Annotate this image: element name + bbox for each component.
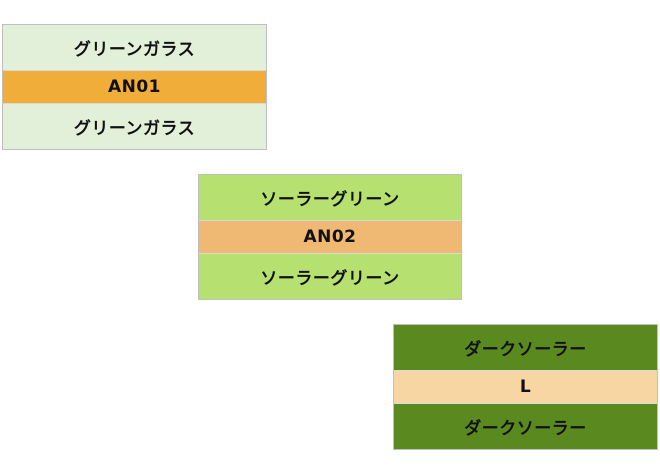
interlayer-label: AN01 [3,70,266,104]
interlayer-label: AN02 [199,220,461,254]
outer-layer-bottom: グリーンガラス [3,104,266,149]
interlayer-label: L [394,370,657,404]
outer-layer-top: グリーンガラス [3,25,266,70]
glass-stack-green-glass: グリーンガラス AN01 グリーンガラス [2,24,267,150]
outer-layer-bottom: ソーラーグリーン [199,254,461,299]
outer-layer-bottom: ダークソーラー [394,404,657,449]
outer-layer-top: ソーラーグリーン [199,175,461,220]
glass-stack-solar-green: ソーラーグリーン AN02 ソーラーグリーン [198,174,462,300]
glass-stack-dark-solar: ダークソーラー L ダークソーラー [393,324,658,450]
outer-layer-top: ダークソーラー [394,325,657,370]
